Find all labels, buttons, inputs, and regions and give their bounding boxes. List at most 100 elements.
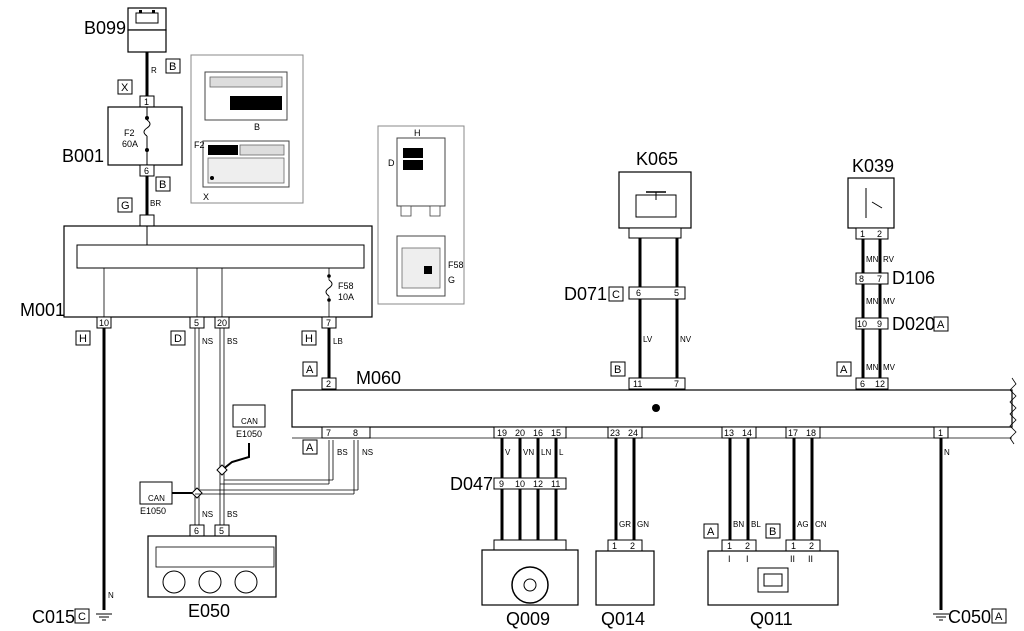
b001-label: B001 [62,146,104,166]
pin-label: 15 [551,428,561,438]
d020-label: D020 [892,314,935,334]
pin-label: 14 [742,428,752,438]
wire-bl-label: BL [751,520,761,529]
pin-label: 9 [877,319,882,329]
wire-gr-label: GR [619,520,631,529]
fuse-f2-rating: 60A [122,139,138,149]
wire-lv-label: LV [643,335,653,344]
pin-label: II [790,554,795,564]
wire-nv-label: NV [680,335,692,344]
connector-letter: B [769,526,776,538]
pin-label: 1 [727,541,732,551]
pin-label: 7 [674,379,679,389]
pin-label: 16 [533,428,543,438]
connector-letter: A [995,611,1003,623]
connector-letter: B [169,61,176,73]
wire-vn-label: VN [523,448,534,457]
b099-label: B099 [84,18,126,38]
pin-label: 9 [499,479,504,489]
q009-label: Q009 [506,609,550,629]
connector-letter: G [121,200,130,212]
e050-label: E050 [188,601,230,621]
wire-bs-label: BS [227,510,238,519]
can-label: CAN [148,494,165,503]
can-node-e1050-lower: CAN E1050 [139,481,173,516]
pin-label: II [808,554,813,564]
fuse-f58-label: F58 [338,281,354,291]
wire-ln-label: LN [541,448,551,457]
battery-b099: B099 [84,7,167,53]
wire-mv-label: MV [883,363,896,372]
pin-label: 6 [194,526,199,536]
pin-label: 5 [674,288,679,298]
pin-label: 12 [533,479,543,489]
wire-ns-label: NS [202,510,213,519]
switch-k039: K039 [847,156,895,229]
m060-label: M060 [356,368,401,388]
pin-label: 11 [633,379,642,389]
wire-gn-label: GN [637,520,649,529]
pin-label: 10 [515,479,525,489]
pin-label: 2 [877,229,882,239]
pin-label: 1 [860,229,865,239]
passenger-airbag-q014: Q014 [595,550,655,629]
inset-label: B [254,122,260,132]
pin-label: 24 [628,428,638,438]
k065-label: K065 [636,149,678,169]
q014-label: Q014 [601,609,645,629]
pin-label: 8 [353,428,358,438]
wire-bs-label: BS [227,337,238,346]
connector-letter: B [159,179,166,191]
connector-letter: H [79,333,87,345]
k039-label: K039 [852,156,894,176]
connector-letter: H [305,333,313,345]
pin-label: 2 [745,541,750,551]
connector-letter: A [306,364,314,376]
inset-label: H [414,128,421,138]
connector-letter: C [78,611,86,623]
driver-airbag-q009: Q009 [481,549,579,629]
can-node-e1050-upper: CAN E1050 [232,404,266,439]
pin-label: 2 [809,541,814,551]
pin-label: 8 [859,274,864,284]
pin-label: 2 [326,379,331,389]
pin-label: 6 [144,166,149,176]
e1050-label: E1050 [140,506,166,516]
pin-label: 19 [497,428,507,438]
pin-label: 10 [99,318,109,328]
pin-label: 7 [877,274,882,284]
wire-mn-label: MN [866,297,879,306]
pin-label: 5 [219,526,224,536]
fuse-box-b001 [107,106,183,166]
wire-ag-label: AG [797,520,809,529]
wire-ns-label: NS [202,337,213,346]
connector-letter: B [614,364,621,376]
pin-label: 23 [610,428,620,438]
d106-label: D106 [892,268,935,288]
body-computer-m001: F58 10A M001 [20,225,373,320]
wire-r-label: R [151,66,157,75]
pin-label: 2 [630,541,635,551]
switch-k065: K065 [618,149,692,229]
pin-label: 6 [636,288,641,298]
wire-cn-label: CN [815,520,827,529]
d071-label: D071 [564,284,607,304]
pin-label: 18 [806,428,816,438]
inset-label: G [448,275,455,285]
pin-label: 12 [875,379,885,389]
connector-letter: C [612,289,620,301]
pin-label: 13 [724,428,734,438]
connector-letter: A [707,526,715,538]
e1050-label: E1050 [236,429,262,439]
pretensioner-q011: I I II II Q011 [707,550,839,629]
wire-n-label: N [108,591,114,600]
location-inset-2: H D F58 G [377,125,465,305]
instrument-panel-e050: E050 [147,535,277,621]
pin-label: 10 [857,319,867,329]
can-label: CAN [241,417,258,426]
inset-label: F58 [448,260,464,270]
wire-l-label: L [559,448,564,457]
connector-letter: X [121,82,129,94]
pin-label: 17 [788,428,798,438]
